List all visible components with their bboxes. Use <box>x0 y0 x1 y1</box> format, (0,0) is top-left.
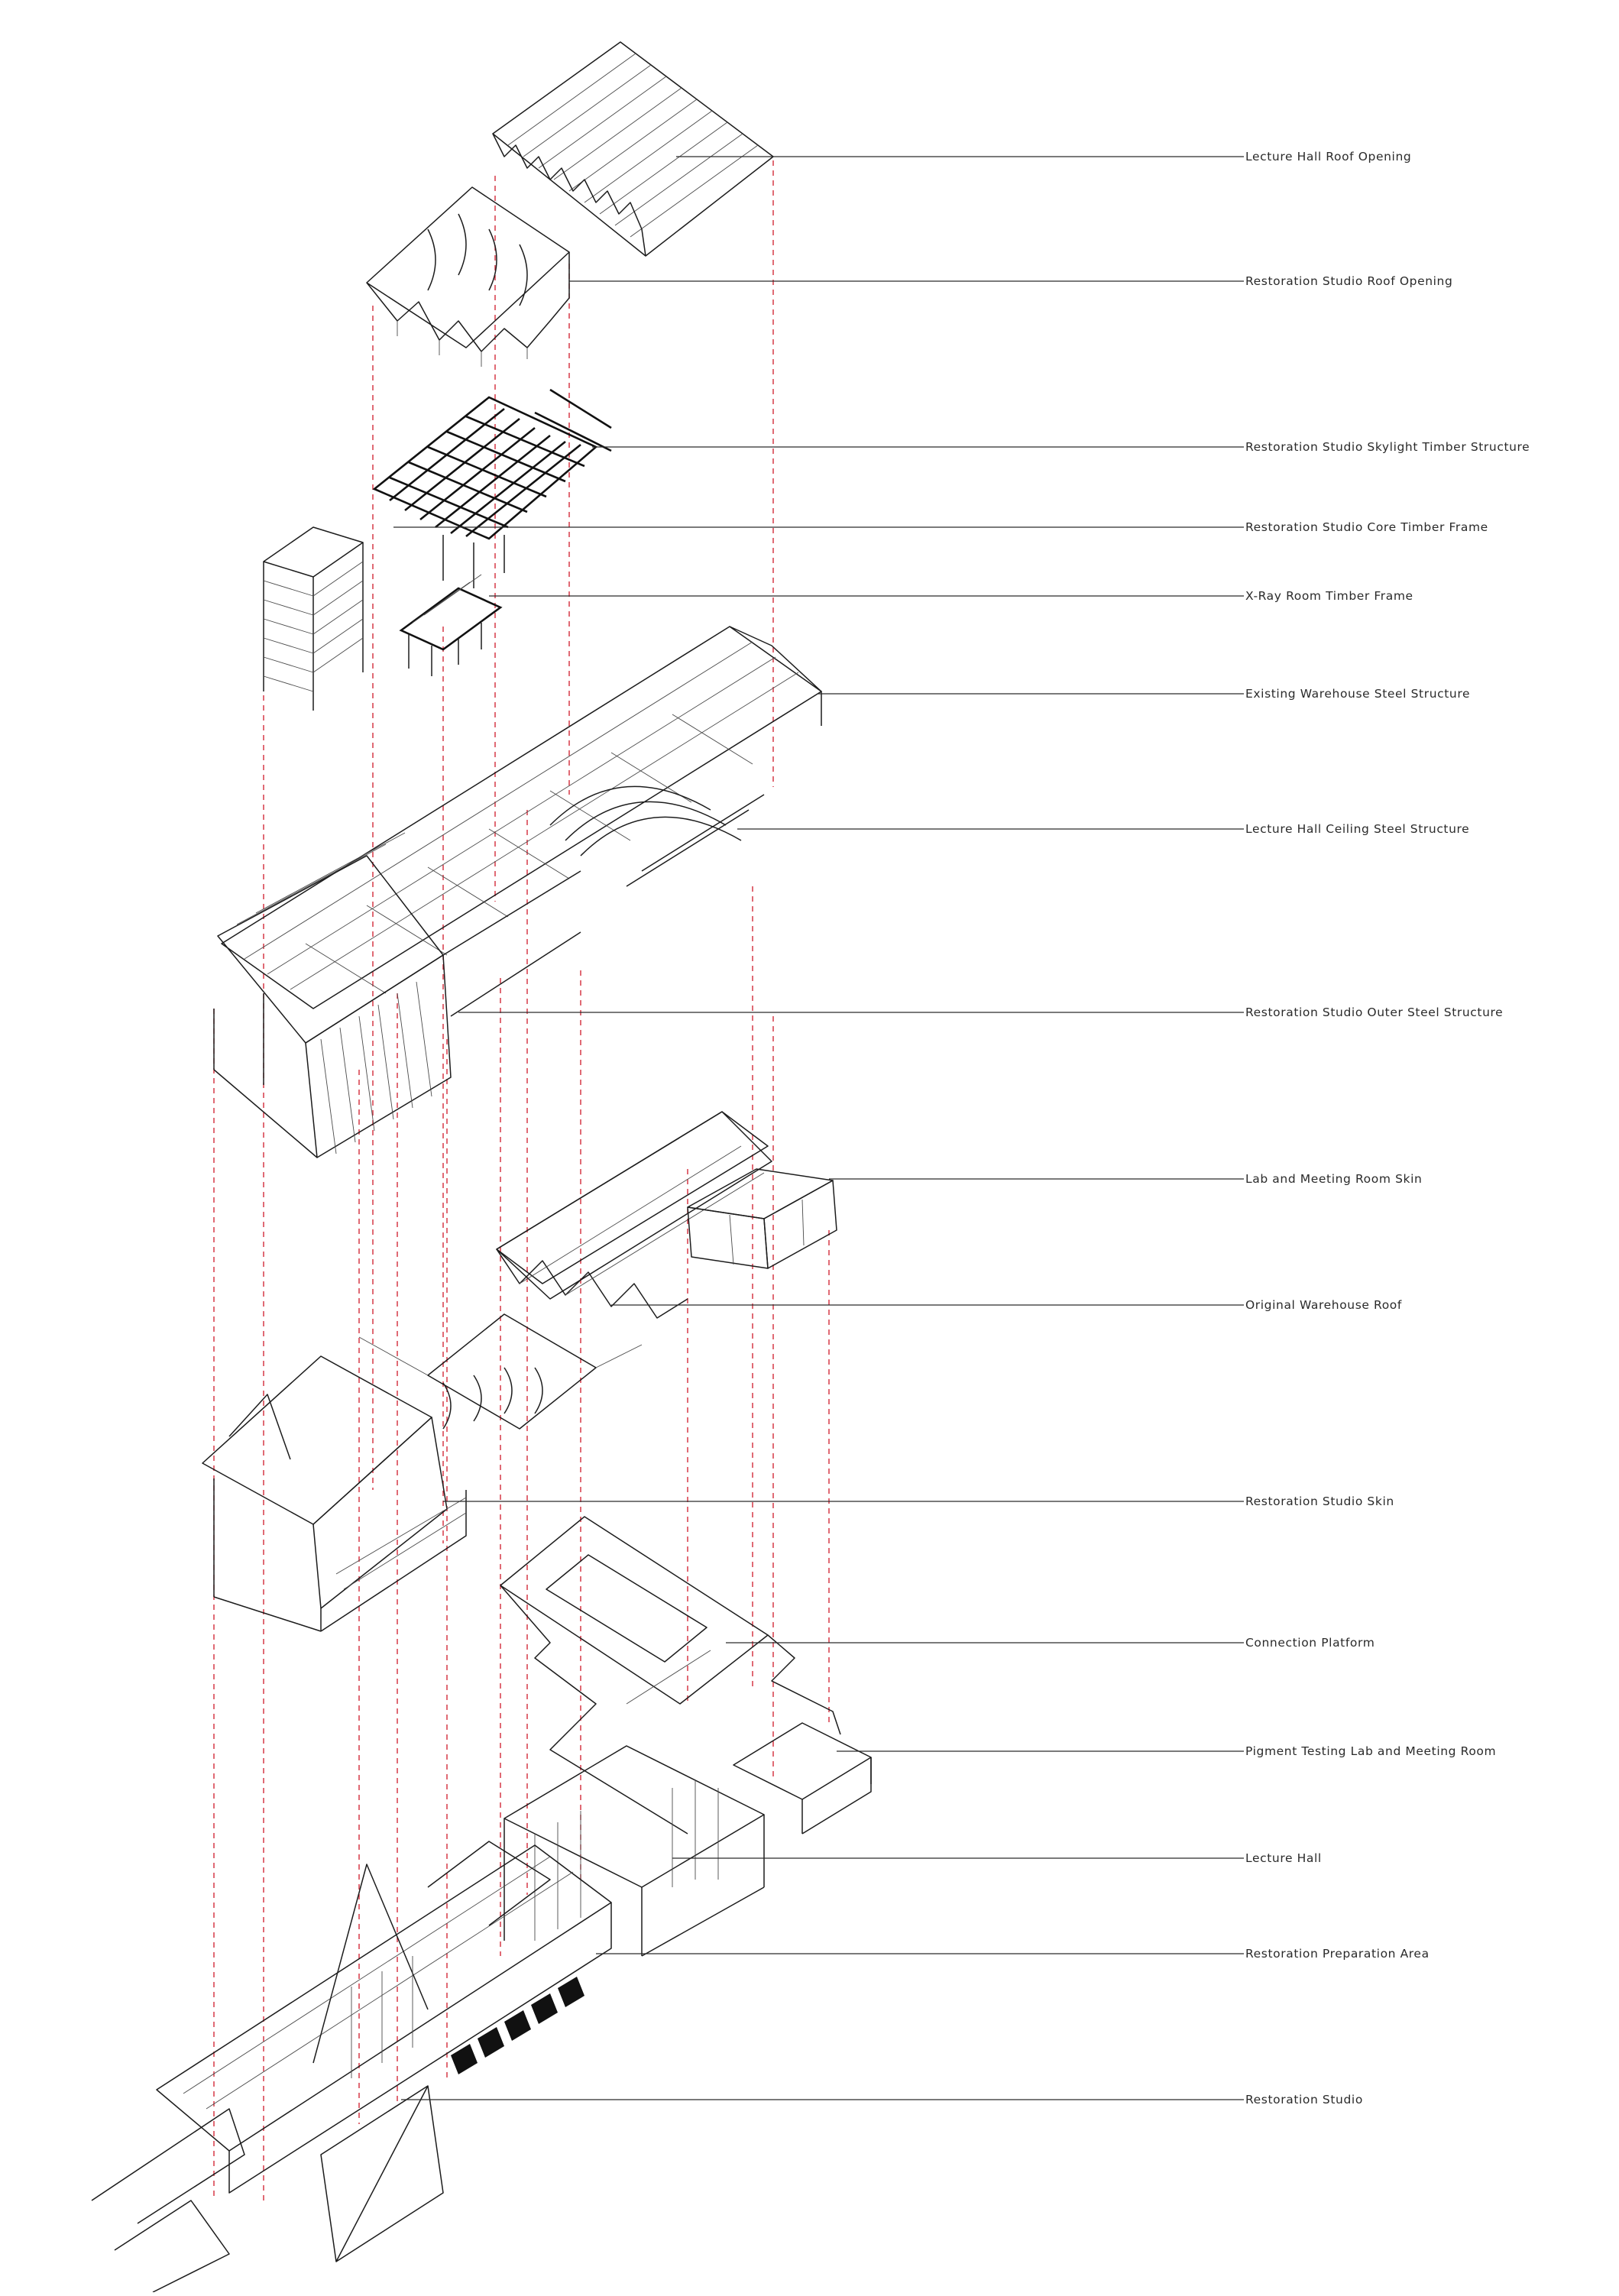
label-pigment-testing-lab-and-meeting-room: Pigment Testing Lab and Meeting Room <box>1245 1744 1496 1758</box>
label-lecture-hall-ceiling-steel-structure: Lecture Hall Ceiling Steel Structure <box>1245 822 1469 836</box>
timber-structures-drawing <box>263 388 612 711</box>
label-restoration-studio-skin: Restoration Studio Skin <box>1245 1495 1394 1508</box>
label-original-warehouse-roof: Original Warehouse Roof <box>1245 1298 1402 1312</box>
label-connection-platform: Connection Platform <box>1245 1636 1375 1650</box>
leader-lines <box>393 156 1244 2100</box>
label-lecture-hall: Lecture Hall <box>1245 1851 1322 1865</box>
label-restoration-studio-skylight-timber-structure: Restoration Studio Skylight Timber Struc… <box>1245 440 1530 454</box>
steel-structure-drawing <box>213 626 822 1158</box>
label-restoration-studio-outer-steel-structure: Restoration Studio Outer Steel Structure <box>1245 1006 1503 1019</box>
roof-and-skin-drawing <box>496 1111 837 1319</box>
restoration-studio-roof-opening-drawing <box>366 186 570 367</box>
labels: Lecture Hall Roof Opening Restoration St… <box>1245 150 1530 2107</box>
label-lab-and-meeting-room-skin: Lab and Meeting Room Skin <box>1245 1172 1422 1186</box>
label-restoration-studio-roof-opening: Restoration Studio Roof Opening <box>1245 274 1452 288</box>
projection-lines <box>213 160 830 2200</box>
label-lecture-hall-roof-opening: Lecture Hall Roof Opening <box>1245 150 1411 164</box>
lecture-hall-roof-opening-drawing <box>492 41 774 257</box>
connection-platform-drawing <box>500 1516 841 1835</box>
label-existing-warehouse-steel-structure: Existing Warehouse Steel Structure <box>1245 687 1470 701</box>
lecture-hall-drawing <box>504 1722 872 1957</box>
label-x-ray-room-timber-frame: X-Ray Room Timber Frame <box>1245 589 1413 603</box>
label-restoration-preparation-area: Restoration Preparation Area <box>1245 1947 1430 1961</box>
restoration-studio-skin-drawing <box>202 1313 643 1632</box>
label-restoration-studio-core-timber-frame: Restoration Studio Core Timber Frame <box>1245 520 1488 534</box>
ground-level-drawing <box>91 1841 612 2293</box>
label-restoration-studio: Restoration Studio <box>1245 2093 1363 2107</box>
